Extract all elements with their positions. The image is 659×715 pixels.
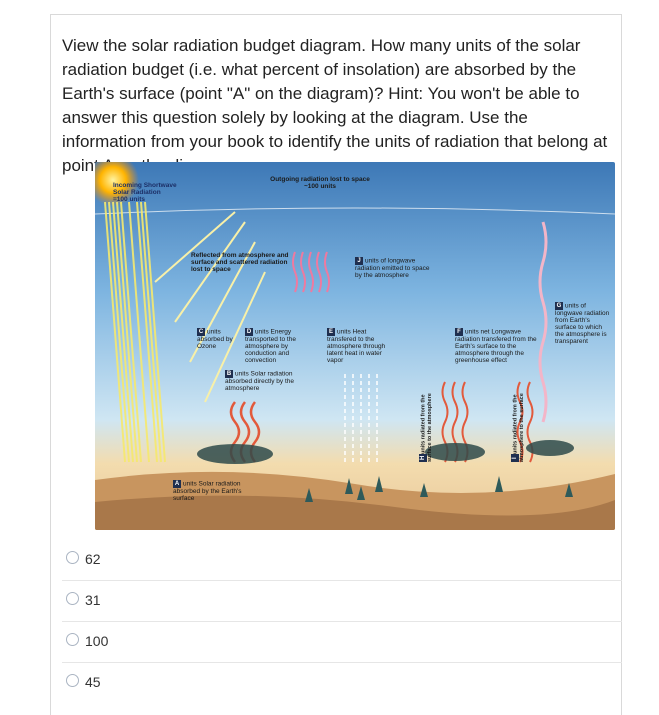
outgoing-label: Outgoing radiation lost to space ~100 un… <box>270 176 370 190</box>
answer-options: 62 31 100 45 <box>62 540 622 703</box>
radio-button[interactable] <box>66 592 79 605</box>
answer-option[interactable]: 62 <box>62 540 622 580</box>
radio-button[interactable] <box>66 633 79 646</box>
answer-option[interactable]: 45 <box>62 662 622 703</box>
outgoing-longwave-arrows <box>292 251 330 293</box>
label-I: Iunits radiated from the atmosphere to t… <box>511 393 525 462</box>
question-text: View the solar radiation budget diagram.… <box>62 36 608 175</box>
answer-option-label: 62 <box>85 551 101 567</box>
answer-option[interactable]: 31 <box>62 580 622 621</box>
answer-option-label: 100 <box>85 633 109 649</box>
reflected-arrows <box>154 211 266 403</box>
sky-background <box>95 162 615 530</box>
solar-radiation-diagram: Incoming Shortwave Solar Radiation =100 … <box>95 162 615 530</box>
radio-button[interactable] <box>66 674 79 687</box>
answer-option-label: 45 <box>85 674 101 690</box>
incoming-shortwave-arrows <box>104 201 166 463</box>
answer-option-label: 31 <box>85 592 101 608</box>
transparent-longwave-arrow <box>538 221 548 423</box>
latent-heat-arrows <box>344 372 378 462</box>
atmosphere-boundary <box>95 207 615 215</box>
label-H: Hunits radiated from the surface to the … <box>419 393 433 462</box>
clouds <box>197 440 574 464</box>
answer-option[interactable]: 100 <box>62 621 622 662</box>
reflected-label: Reflected from atmosphere and surface an… <box>191 252 289 273</box>
radio-button[interactable] <box>66 551 79 564</box>
diagram-illustration <box>95 162 615 530</box>
trees <box>305 476 573 502</box>
incoming-label: Incoming Shortwave Solar Radiation =100 … <box>113 182 177 203</box>
ground-foreground <box>95 495 615 530</box>
sun-icon <box>95 162 139 206</box>
